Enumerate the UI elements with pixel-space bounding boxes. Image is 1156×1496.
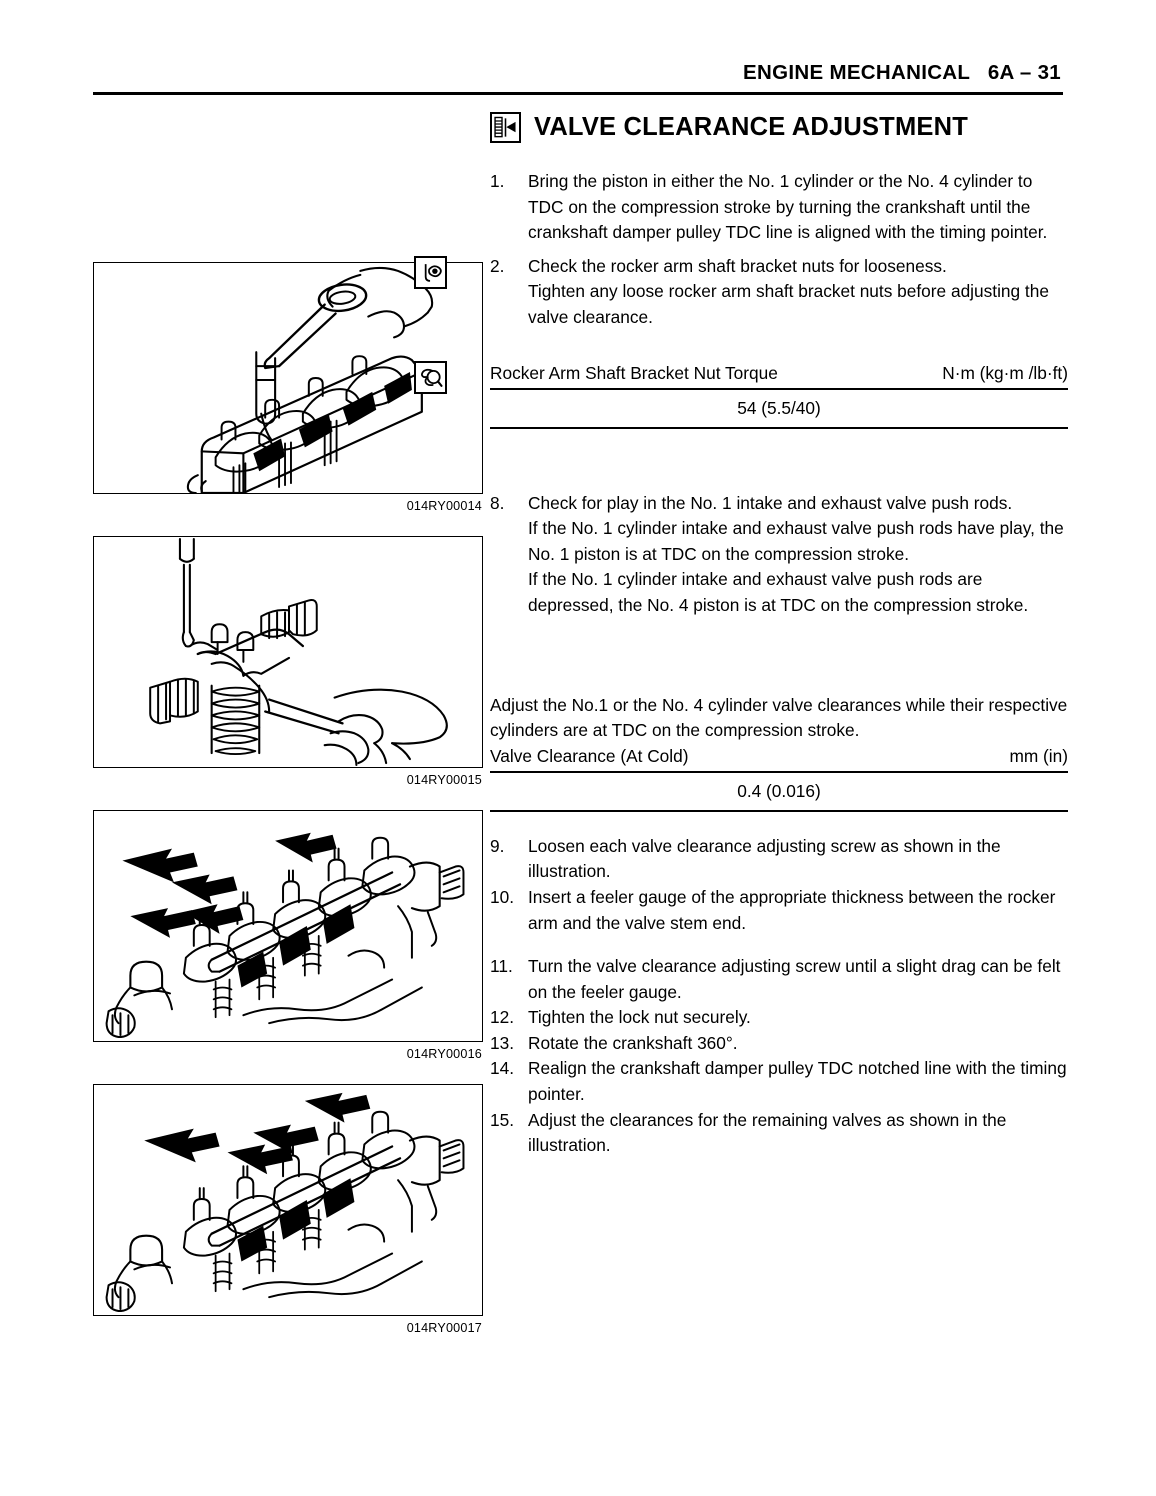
procedure-step-8: 8. Check for play in the No. 1 intake an… (490, 491, 1068, 619)
figure-2-frame (93, 536, 483, 768)
clearance-table-bottom-rule (490, 809, 1068, 812)
clearance-spec-table: Valve Clearance (At Cold) mm (in) 0.4 (0… (490, 744, 1068, 812)
procedure-step-13: 13. Rotate the crankshaft 360°. (490, 1031, 1068, 1057)
step-11-number: 11. (490, 956, 513, 977)
torque-table-bottom-rule (490, 426, 1068, 429)
section-title-row: VALVE CLEARANCE ADJUSTMENT (490, 112, 1068, 143)
step-13-number: 13. (490, 1032, 515, 1053)
figure-1-caption: 014RY00014 (406, 499, 482, 513)
procedure-step-10: 10. Insert a feeler gauge of the appropr… (490, 885, 1068, 936)
inspection-icon (414, 255, 447, 289)
figure-4: 014RY00017 (93, 1084, 483, 1336)
step-12-number: 12. (490, 1007, 515, 1028)
figure-4-frame (93, 1084, 483, 1316)
procedure-step-11: 11. Turn the valve clearance adjusting s… (490, 954, 1068, 1005)
step-9-text: Loosen each valve clearance adjusting sc… (528, 835, 1001, 882)
step-13-text: Rotate the crankshaft 360°. (528, 1032, 738, 1053)
procedure-step-1: 1. Bring the piston in either the No. 1 … (490, 169, 1068, 246)
torque-table-top-rule (490, 387, 1068, 390)
torque-spec-label: Rocker Arm Shaft Bracket Nut Torque (490, 362, 778, 383)
step-1-text: Bring the piston in either the No. 1 cyl… (528, 171, 1048, 243)
step-12-text: Tighten the lock nut securely. (528, 1007, 751, 1028)
step-15-text: Adjust the clearances for the remaining … (528, 1109, 1007, 1156)
step-2-number: 2. (490, 255, 505, 276)
torque-spec-value: 54 (5.5/40) (737, 397, 821, 418)
clearance-spec-label: Valve Clearance (At Cold) (490, 745, 689, 766)
step-14-text: Realign the crankshaft damper pulley TDC… (528, 1058, 1067, 1105)
figure-4-caption: 014RY00017 (406, 1321, 482, 1335)
figure-2-caption: 014RY00015 (406, 773, 482, 787)
procedure-step-2: 2. Check the rocker arm shaft bracket nu… (490, 254, 1068, 331)
step-10-text: Insert a feeler gauge of the appropriate… (528, 886, 1056, 933)
content-column: VALVE CLEARANCE ADJUSTMENT 1. Bring the … (414, 112, 1068, 1159)
step-14-number: 14. (490, 1058, 515, 1079)
step-2-text-2: Tighten any loose rocker arm shaft brack… (528, 281, 1049, 327)
step-15-number: 15. (490, 1109, 515, 1130)
torque-spec-unit: N·m (kg·m /lb·ft) (942, 362, 1068, 383)
step-8-number: 8. (490, 492, 505, 513)
clearance-spec-unit: mm (in) (1009, 745, 1068, 766)
step-8-text-2: If the No. 1 cylinder intake and exhaust… (528, 518, 1064, 564)
callout-arrows (122, 832, 337, 938)
step-10-number: 10. (490, 886, 515, 907)
figure-2: 014RY00015 (93, 536, 483, 788)
figure-3-caption: 014RY00016 (406, 1047, 482, 1061)
step-8-text-3: If the No. 1 cylinder intake and exhaust… (528, 569, 1029, 615)
figure-column: 014RY00014 (93, 262, 483, 1336)
procedure-step-15: 15. Adjust the clearances for the remain… (490, 1108, 1068, 1159)
torque-spec-block: Rocker Arm Shaft Bracket Nut Torque N·m … (414, 360, 1068, 429)
header-title: ENGINE MECHANICAL 6A – 31 (743, 61, 1061, 84)
step-2-text: Check the rocker arm shaft bracket nuts … (528, 255, 947, 276)
step-1-number: 1. (490, 171, 505, 191)
figure-3-frame (93, 810, 483, 1042)
page-header: ENGINE MECHANICAL 6A – 31 (93, 61, 1063, 95)
feeler-gauge-icon (490, 112, 521, 143)
procedure-step-2-block: 2. Check the rocker arm shaft bracket nu… (414, 254, 1068, 331)
torque-spec-table: Rocker Arm Shaft Bracket Nut Torque N·m … (490, 361, 1068, 429)
clearance-spec-value: 0.4 (0.016) (737, 780, 821, 801)
callout-arrows (144, 1092, 371, 1175)
procedure-step-14: 14. Realign the crankshaft damper pulley… (490, 1056, 1068, 1107)
procedure-step-12: 12. Tighten the lock nut securely. (490, 1005, 1068, 1031)
procedure-step-9: 9. Loosen each valve clearance adjusting… (490, 834, 1068, 885)
figure-3: 014RY00016 (93, 810, 483, 1062)
header-divider (93, 91, 1063, 95)
torque-wrench-icon (414, 360, 447, 394)
adjust-note: Adjust the No.1 or the No. 4 cylinder va… (490, 694, 1068, 741)
clearance-table-top-rule (490, 770, 1068, 773)
step-11-text: Turn the valve clearance adjusting screw… (528, 956, 1061, 1002)
step-9-number: 9. (490, 835, 505, 856)
page-title: VALVE CLEARANCE ADJUSTMENT (534, 113, 968, 142)
step-8-text: Check for play in the No. 1 intake and e… (528, 492, 1013, 513)
